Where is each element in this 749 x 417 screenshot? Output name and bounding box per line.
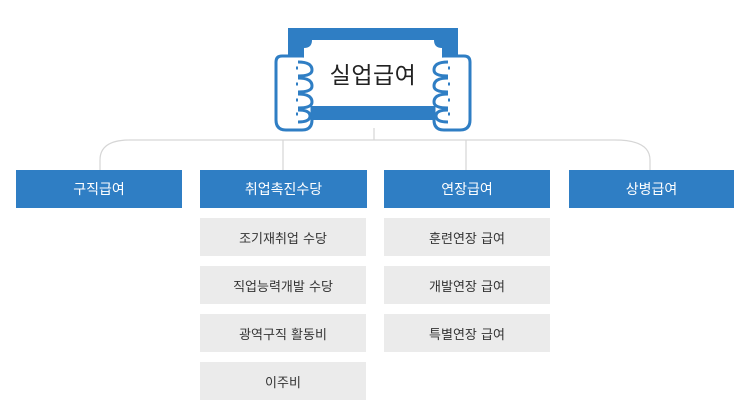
sign-panel bbox=[304, 40, 442, 106]
sub-item-special-extension[interactable]: 특별연장 급여 bbox=[384, 314, 550, 352]
left-fingers bbox=[297, 60, 314, 124]
category-extended-benefit[interactable]: 연장급여 bbox=[384, 170, 550, 208]
category-employment-promotion-allowance[interactable]: 취업촉진수당 bbox=[200, 170, 367, 208]
sub-item-vocational-skill-development[interactable]: 직업능력개발 수당 bbox=[200, 266, 366, 304]
category-sickness-benefit[interactable]: 상병급여 bbox=[569, 170, 734, 208]
sub-item-wide-area-job-search[interactable]: 광역구직 활동비 bbox=[200, 314, 366, 352]
sub-item-individual-extension[interactable]: 개발연장 급여 bbox=[384, 266, 550, 304]
sub-item-training-extension[interactable]: 훈련연장 급여 bbox=[384, 218, 550, 256]
connector-lines bbox=[99, 128, 651, 170]
sub-item-relocation-expense[interactable]: 이주비 bbox=[200, 362, 366, 400]
right-fingers bbox=[432, 60, 449, 124]
sub-item-early-reemployment[interactable]: 조기재취업 수당 bbox=[200, 218, 366, 256]
page-title: 실업급여 bbox=[329, 63, 417, 89]
category-job-seeking-benefit[interactable]: 구직급여 bbox=[16, 170, 182, 208]
